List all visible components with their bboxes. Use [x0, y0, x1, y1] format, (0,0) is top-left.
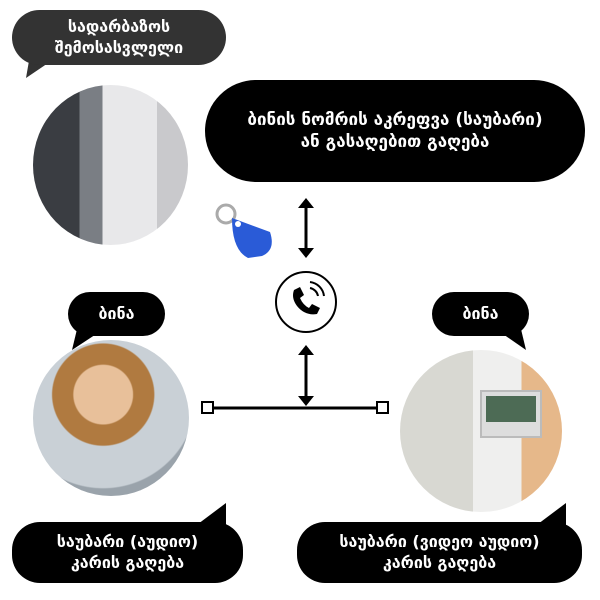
video-monitor: [480, 390, 542, 438]
connection-line: [201, 401, 389, 414]
video-bubble: საუბარი (ვიდეო აუდიო) კარის გაღება: [297, 522, 582, 583]
phone-call-icon: [275, 271, 337, 333]
access-line1: ბინის ნომრის აკრეფვა (საუბარი): [247, 109, 543, 130]
video-apartment-photo: [400, 350, 562, 512]
apt-left-label: ბინა: [98, 303, 135, 323]
video-line2: კარის გაღება: [382, 552, 497, 572]
double-arrow-bottom: [298, 345, 314, 406]
key-fob-icon: [215, 203, 272, 258]
audio-line2: კარის გაღება: [70, 552, 185, 572]
audio-apartment-photo: [33, 340, 189, 496]
double-arrow-top: [298, 198, 314, 258]
entrance-line1: სადარბაზოს: [67, 16, 171, 36]
entrance-line2: შემოსასვლელი: [54, 37, 184, 57]
apt-right-bubble: ბინა: [432, 292, 529, 336]
apt-right-label: ბინა: [462, 303, 499, 323]
access-line2: ან გასაღებით გაღება: [300, 132, 490, 152]
audio-bubble: საუბარი (აუდიო) კარის გაღება: [12, 522, 243, 583]
entrance-photo: [33, 85, 188, 245]
video-line1: საუბარი (ვიდეო აუდიო): [339, 531, 540, 551]
entrance-bubble: სადარბაზოს შემოსასვლელი: [12, 10, 226, 65]
apt-left-bubble: ბინა: [68, 292, 165, 336]
access-bubble: ბინის ნომრის აკრეფვა (საუბარი) ან გასაღე…: [205, 80, 585, 182]
audio-line1: საუბარი (აუდიო): [56, 531, 199, 551]
